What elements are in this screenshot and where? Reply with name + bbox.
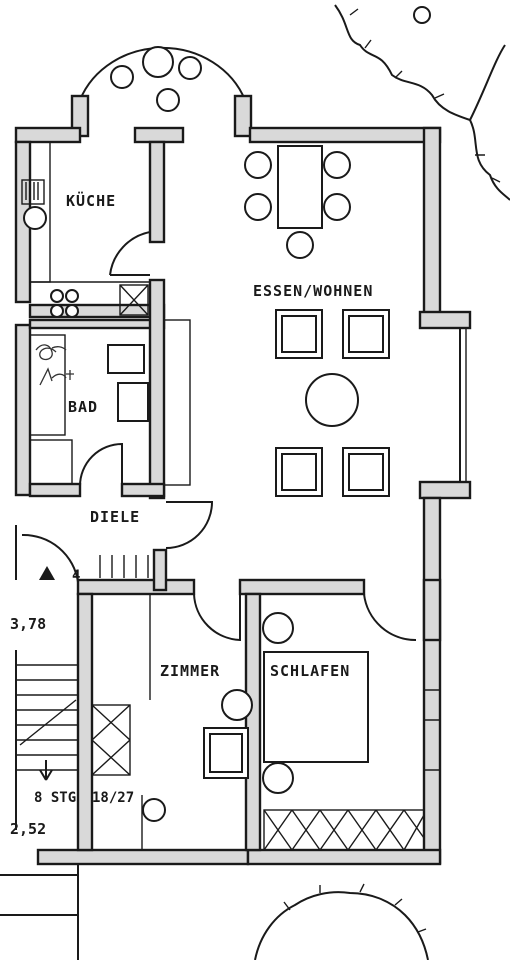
schlafen-furniture <box>262 612 425 851</box>
stair-number: 4 <box>72 568 80 584</box>
dining-table <box>244 145 351 259</box>
label-essen-wohnen: ESSEN/WOHNEN <box>253 282 373 300</box>
living-furniture <box>163 309 390 497</box>
walls <box>14 126 472 866</box>
label-bad: BAD <box>68 398 98 416</box>
level-upper: 3,78 <box>10 615 46 633</box>
zimmer-furniture <box>91 594 253 850</box>
tree-top-right <box>334 4 510 201</box>
bathroom-fixtures <box>29 334 149 485</box>
label-schlafen: SCHLAFEN <box>270 662 350 680</box>
label-kueche: KÜCHE <box>66 191 116 210</box>
kitchen-fixtures <box>21 141 150 318</box>
label-zimmer: ZIMMER <box>160 662 220 680</box>
level-lower: 2,52 <box>10 820 46 838</box>
label-diele: DIELE <box>90 508 140 526</box>
stair-arrow-icon <box>39 566 55 580</box>
doors <box>21 231 417 642</box>
stair-count: 8 STG <box>34 790 76 806</box>
staircase <box>0 566 79 960</box>
tree-bottom-right <box>254 883 429 960</box>
stair-ratio: 18/27 <box>92 790 134 806</box>
bay-window <box>70 46 253 138</box>
